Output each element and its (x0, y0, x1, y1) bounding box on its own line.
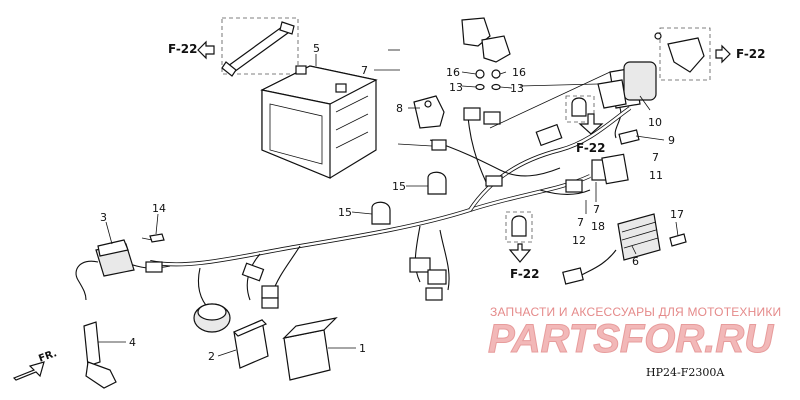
nuts-bolts (475, 69, 501, 91)
callout-15-upper: 15 (392, 180, 406, 193)
f22-label-top-left: F-22 (168, 42, 198, 56)
callout-14: 14 (152, 202, 166, 215)
f22-label-mid: F-22 (576, 141, 606, 155)
callout-7-top: 7 (361, 64, 368, 77)
callout-8: 8 (396, 102, 403, 115)
spark-plug-cap (83, 321, 117, 389)
callout-numbers: 1 2 3 4 5 6 7 7 7 7 8 9 10 11 12 13 13 1… (100, 42, 684, 363)
callout-7-right: 7 (652, 151, 659, 164)
ignition-coil (75, 233, 165, 301)
callout-2: 2 (208, 350, 215, 363)
front-direction-arrow: FR. (12, 348, 58, 381)
callout-1: 1 (359, 342, 366, 355)
callout-16-right: 16 (512, 66, 526, 79)
f22-ref-top-right: F-22 (715, 44, 766, 64)
rubber-mount (282, 317, 338, 381)
callout-13-left: 13 (449, 81, 463, 94)
f22-ref-mid: F-22 (576, 113, 606, 155)
starter-relay (597, 27, 711, 145)
callout-17: 17 (670, 208, 684, 221)
callout-16-left: 16 (446, 66, 460, 79)
f22-ref-top-left: F-22 (168, 40, 215, 60)
fuse-holder (413, 95, 445, 129)
leader-lines (98, 49, 679, 357)
callout-18: 18 (591, 220, 605, 233)
wire-harness (123, 106, 632, 311)
f22-label-top-right: F-22 (736, 47, 766, 61)
callout-9: 9 (668, 134, 675, 147)
callout-12: 12 (572, 234, 586, 247)
callout-4: 4 (129, 336, 136, 349)
callout-11: 11 (649, 169, 663, 182)
callout-7-mid-a: 7 (593, 203, 600, 216)
watermark-caption: ЗАПЧАСТИ И АКСЕССУАРЫ ДЛЯ МОТОТЕХНИКИ (490, 305, 781, 319)
battery (260, 65, 378, 179)
callout-5: 5 (313, 42, 320, 55)
cdi-unit (232, 319, 269, 369)
cable-caps (461, 17, 511, 63)
f22-ref-bottom: F-22 (508, 243, 540, 281)
battery-strap (221, 17, 299, 77)
callout-10: 10 (648, 116, 662, 129)
callout-3: 3 (100, 211, 107, 224)
callout-6: 6 (632, 255, 639, 268)
callout-15-lower: 15 (338, 206, 352, 219)
regulator-rectifier (617, 213, 687, 261)
clamp-upper (565, 95, 595, 123)
clamp-lower (505, 211, 533, 243)
generator-connector (193, 303, 231, 333)
clamps-15 (371, 171, 447, 225)
watermark-brand: PARTSFOR.RU (488, 317, 774, 361)
callout-7-mid-b: 7 (577, 216, 584, 229)
f22-label-bottom: F-22 (510, 267, 540, 281)
callout-13-right: 13 (510, 82, 524, 95)
diagram-code: HP24-F2300A (646, 366, 725, 379)
front-direction-label: FR. (37, 348, 58, 365)
